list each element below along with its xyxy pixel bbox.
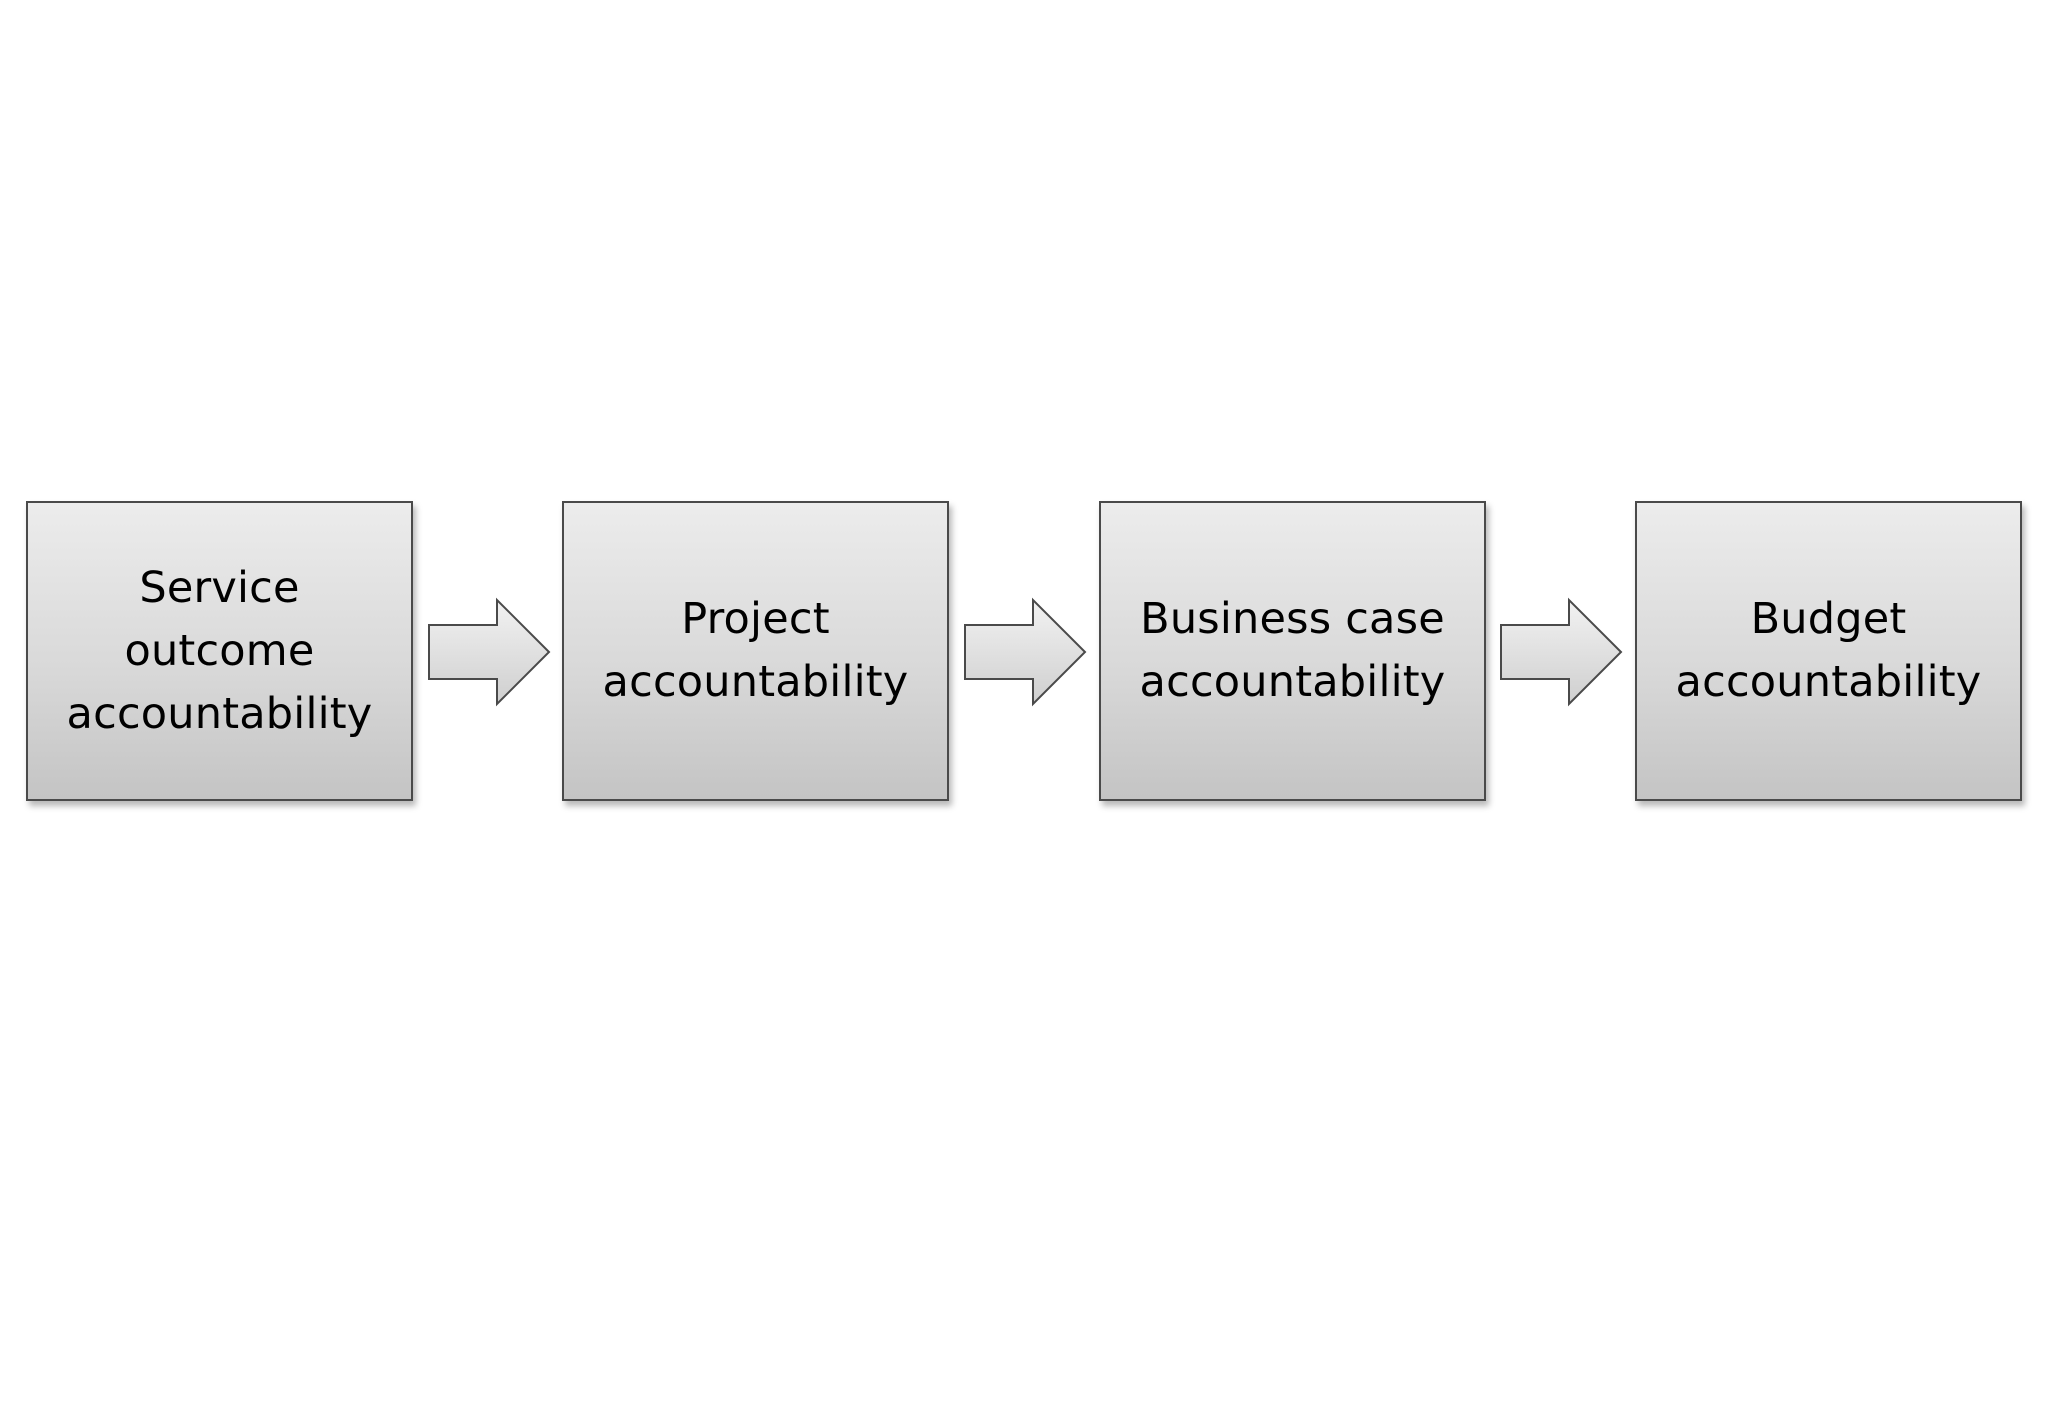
right-arrow-icon — [964, 597, 1087, 707]
step-label: Business case accountability — [1139, 594, 1446, 707]
step-box-project: Project accountability — [562, 501, 949, 801]
right-arrow-icon — [1500, 597, 1623, 707]
step-label: Budget accountability — [1675, 594, 1982, 707]
step-label: Service outcome accountability — [66, 562, 373, 739]
step-box-budget: Budget accountability — [1635, 501, 2022, 801]
step-label: Project accountability — [602, 594, 909, 707]
step-box-business-case: Business case accountability — [1099, 501, 1486, 801]
step-box-service-outcome: Service outcome accountability — [26, 501, 413, 801]
right-arrow-icon — [428, 597, 551, 707]
